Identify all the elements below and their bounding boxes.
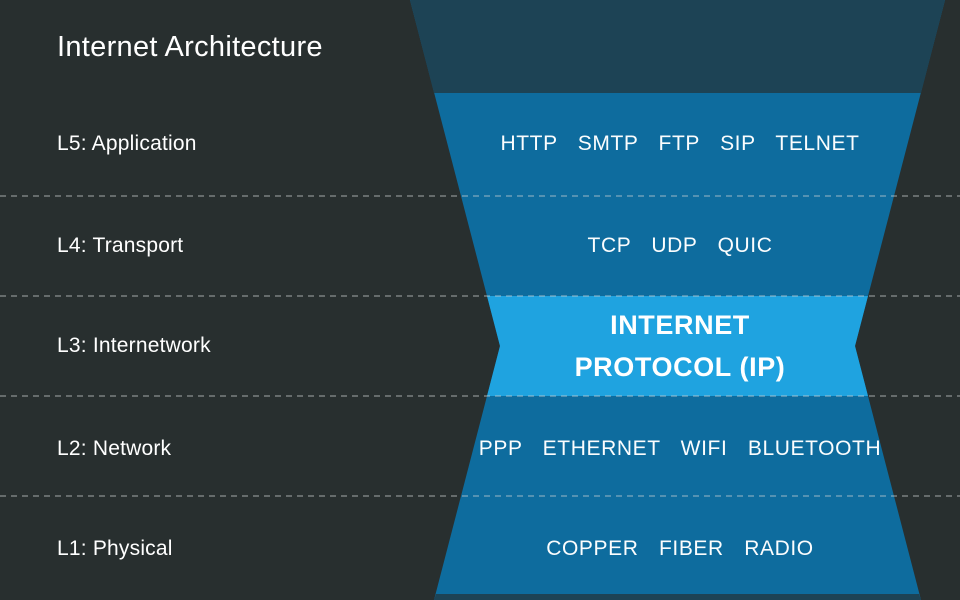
hourglass-bottom-cap bbox=[434, 594, 921, 600]
ip-highlight-band bbox=[487, 296, 868, 396]
layer-label-l1-physical: L1: Physical bbox=[57, 537, 173, 560]
layer-label-l2-network: L2: Network bbox=[57, 437, 172, 460]
layer-label-l3-internetwork: L3: Internetwork bbox=[57, 334, 211, 357]
page-title: Internet Architecture bbox=[57, 31, 323, 63]
ip-line-1: INTERNET bbox=[610, 310, 750, 340]
layer-label-l5-application: L5: Application bbox=[57, 132, 197, 155]
hourglass-top-cap bbox=[410, 0, 945, 93]
layer-label-l4-transport: L4: Transport bbox=[57, 234, 184, 257]
protocols-application: HTTP SMTP FTP SIP TELNET bbox=[500, 132, 860, 155]
protocols-internetwork-ip: INTERNET PROTOCOL (IP) bbox=[460, 304, 900, 388]
protocols-physical: COPPER FIBER RADIO bbox=[546, 537, 814, 560]
protocols-network: PPP ETHERNET WIFI BLUETOOTH bbox=[478, 437, 882, 460]
ip-line-2: PROTOCOL (IP) bbox=[574, 352, 786, 382]
protocols-transport: TCP UDP QUIC bbox=[587, 234, 773, 257]
